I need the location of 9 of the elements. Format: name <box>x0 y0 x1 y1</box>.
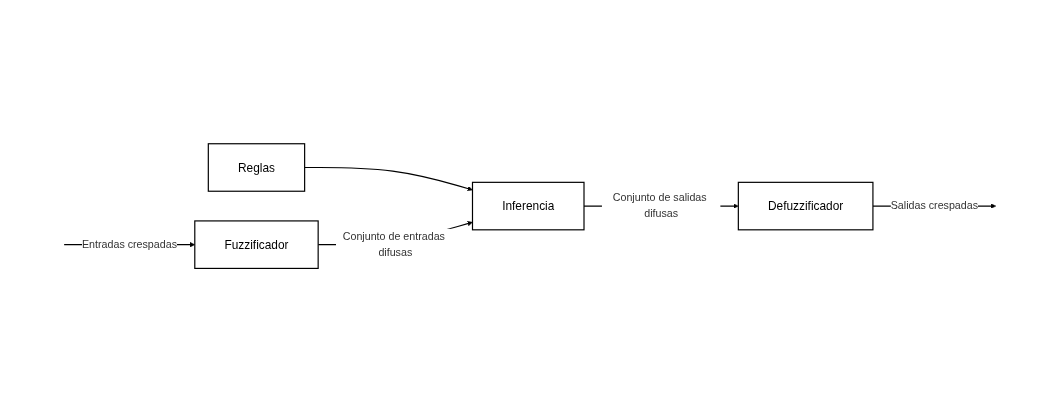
edge-label: Conjunto de entradas difusas <box>342 230 445 259</box>
node-box: Fuzzificador <box>194 220 319 269</box>
node-box: Inferencia <box>471 181 585 231</box>
arrow <box>304 166 473 191</box>
node-box: Defuzzificador <box>737 181 874 231</box>
node-box: Reglas <box>207 143 306 192</box>
edge-label: Entradas crespadas <box>81 238 177 251</box>
edge-label: Salidas crespadas <box>890 199 979 212</box>
edge-label: Conjunto de salidas difusas <box>612 191 707 220</box>
